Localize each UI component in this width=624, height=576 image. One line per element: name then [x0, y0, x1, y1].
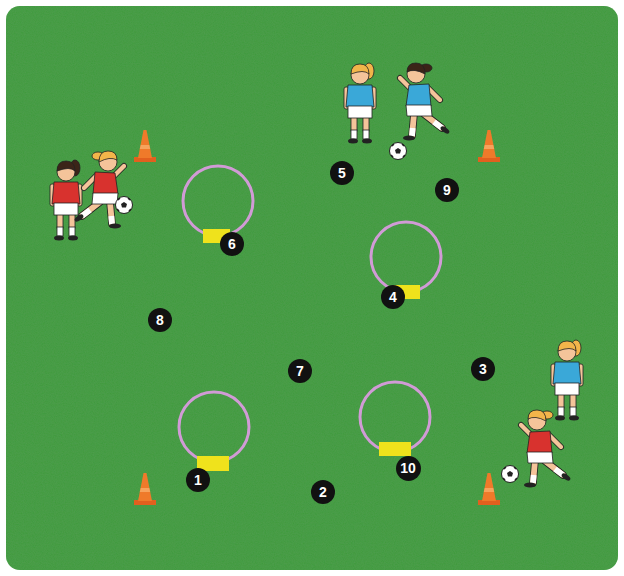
callout-number-text: 5	[330, 161, 354, 180]
players	[50, 63, 583, 488]
callout-number: 8	[148, 308, 172, 332]
callout-number-text: 1	[186, 468, 210, 487]
callout-number-text: 6	[220, 232, 244, 251]
callout-number: 9	[435, 178, 459, 202]
callout-number-text: 4	[381, 285, 405, 304]
callout-number: 5	[330, 161, 354, 185]
callout-number: 1	[186, 468, 210, 492]
callout-number-text: 2	[311, 480, 335, 499]
balls	[116, 143, 519, 483]
callout-number: 6	[220, 232, 244, 256]
gates	[197, 229, 420, 471]
callout-number: 7	[288, 359, 312, 383]
callout-number: 10	[396, 456, 421, 481]
callout-number-text: 9	[435, 178, 459, 197]
hoops	[179, 166, 441, 462]
callout-number-text: 7	[288, 359, 312, 378]
grass	[6, 6, 618, 570]
callout-number: 4	[381, 285, 405, 309]
callout-number: 2	[311, 480, 335, 504]
callout-number-text: 8	[148, 308, 172, 327]
callout-number-text: 3	[471, 357, 495, 376]
callout-number: 3	[471, 357, 495, 381]
cones	[134, 130, 500, 505]
callout-number-text: 10	[396, 456, 421, 476]
